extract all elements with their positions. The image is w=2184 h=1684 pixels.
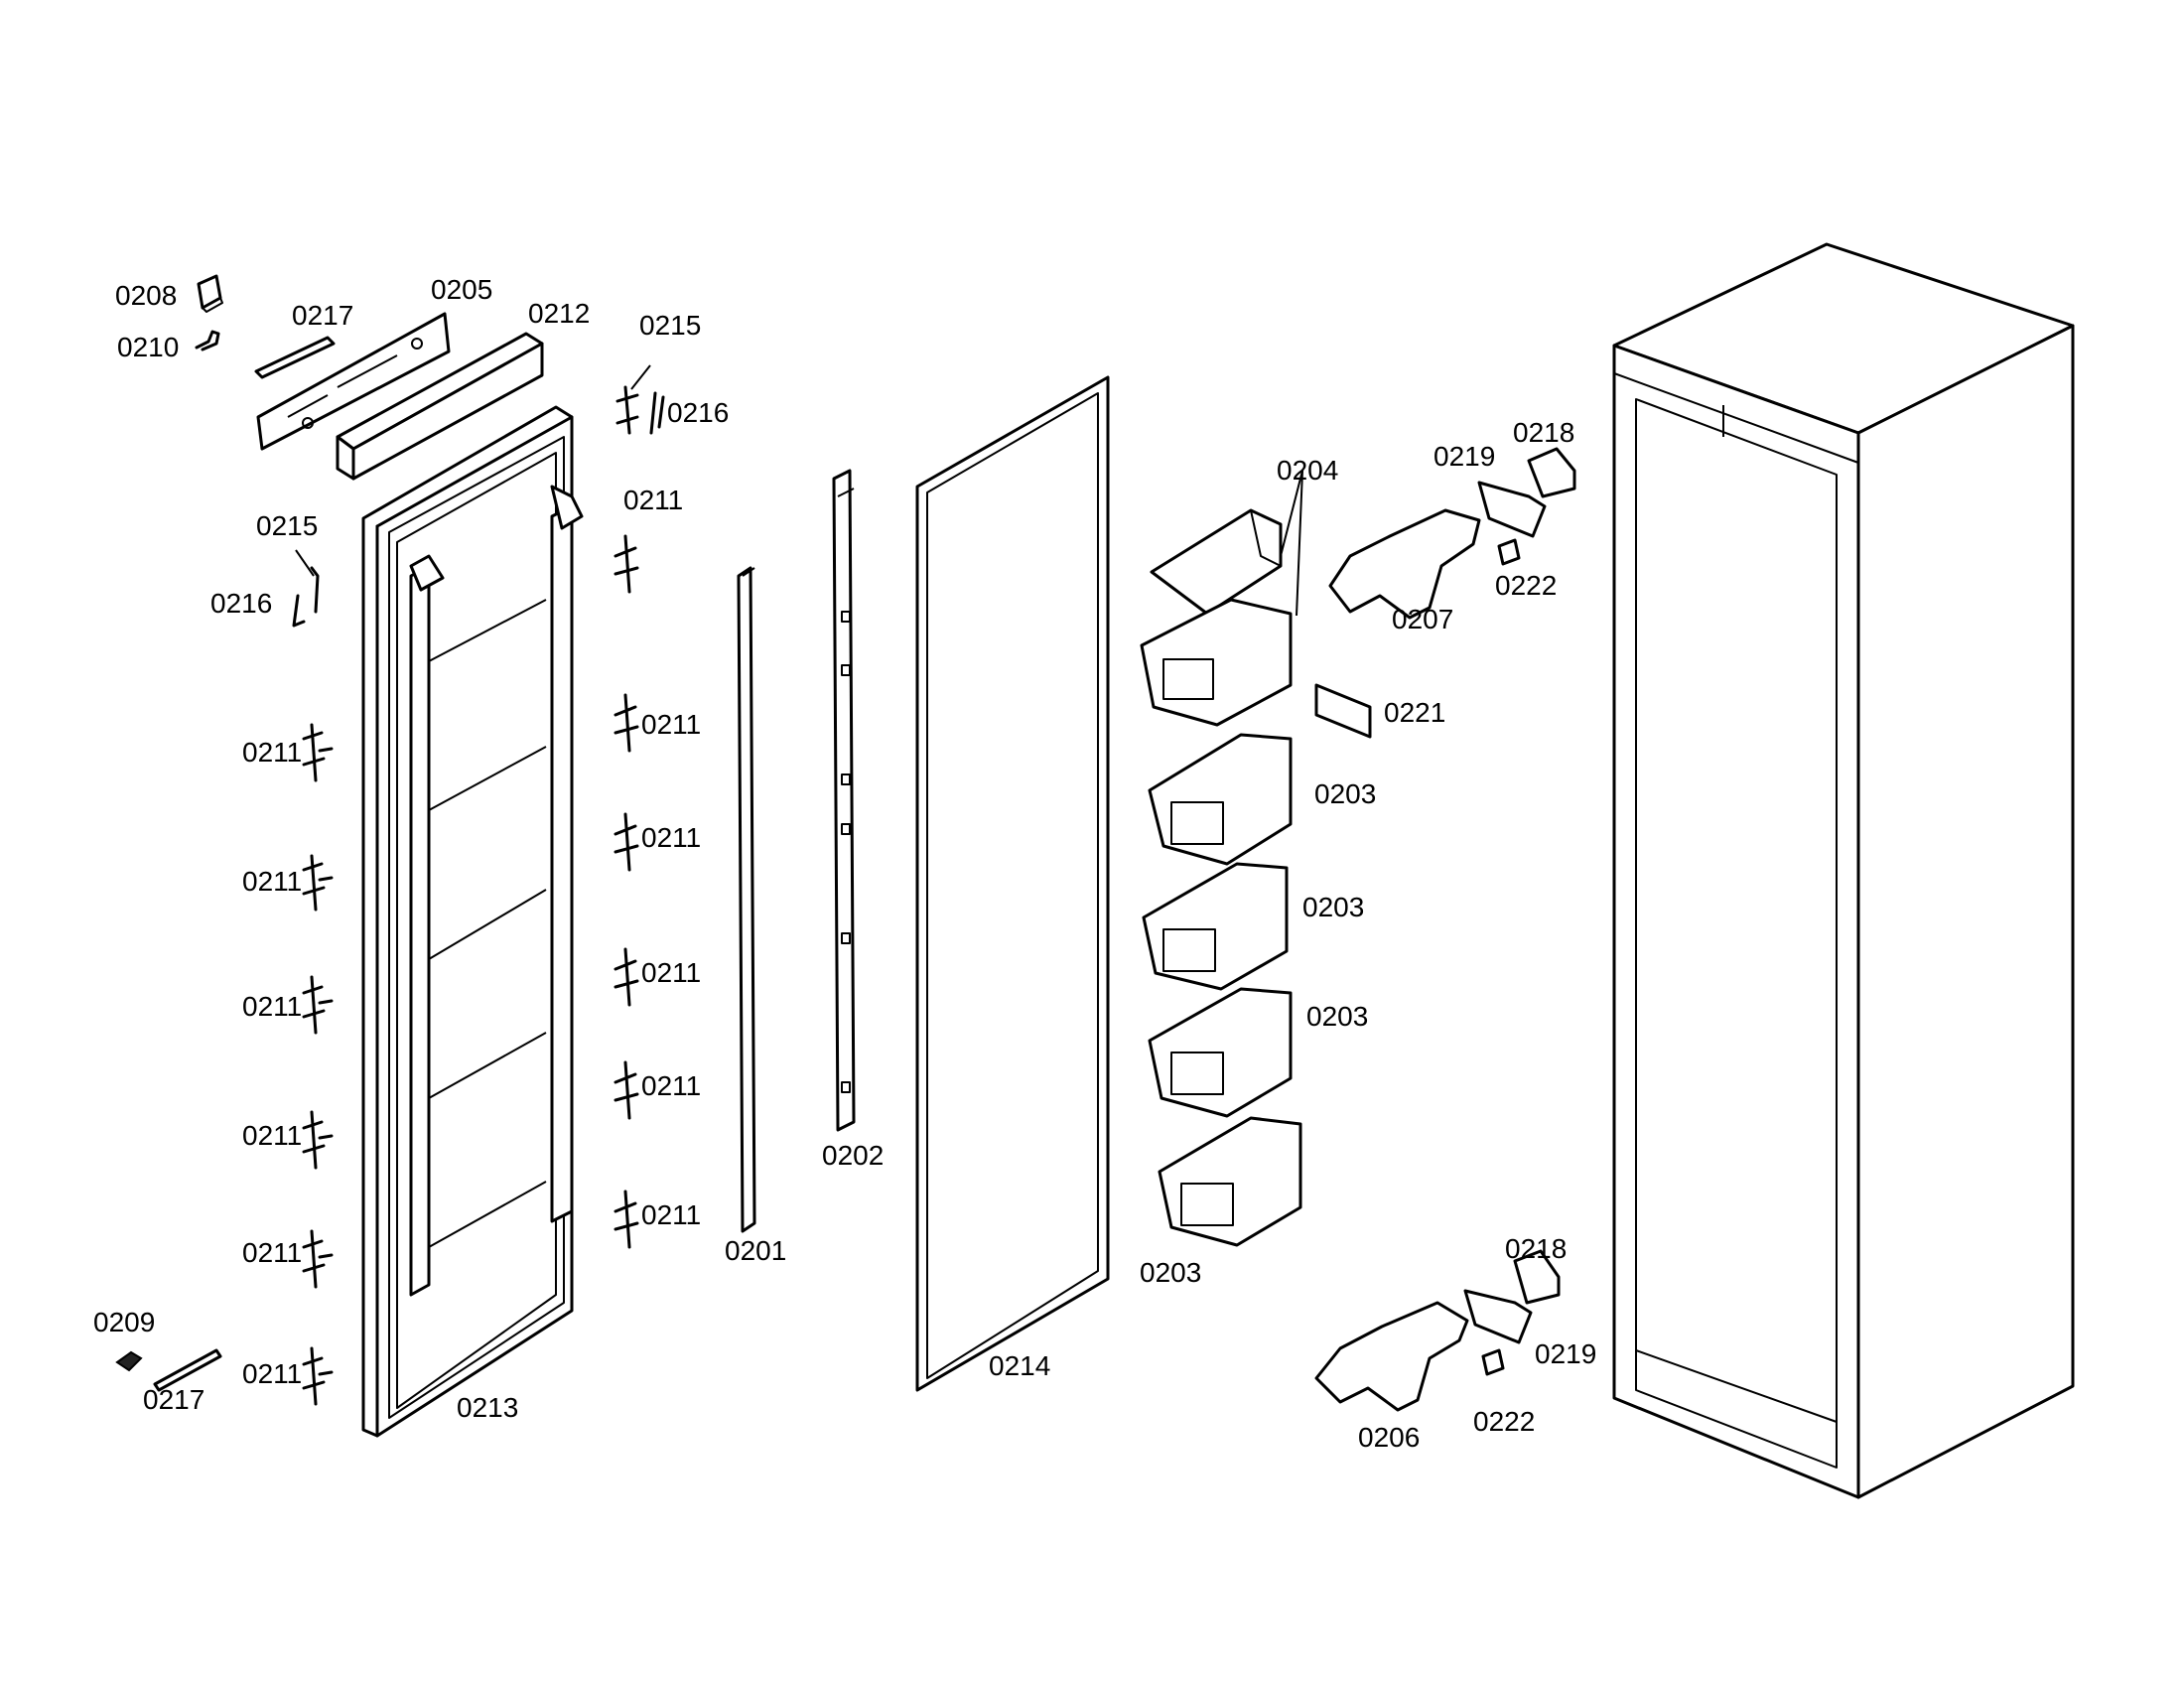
- part-0212-top-trim: [336, 332, 544, 481]
- part-0208-end-cap: [197, 274, 223, 313]
- label-0208: 0208: [115, 280, 178, 311]
- part-0213-door-liner: [361, 405, 584, 1438]
- label-0204: 0204: [1277, 455, 1339, 486]
- part-0218-bottom-plate: [1513, 1249, 1561, 1305]
- label-0217: 0217: [143, 1384, 205, 1415]
- label-0211: 0211: [242, 866, 303, 897]
- label-0211: 0211: [641, 957, 702, 988]
- part-0203-bin-2: [1148, 733, 1293, 866]
- label-0215: 0215: [256, 510, 319, 541]
- part-0203-bin-3: [1142, 862, 1289, 991]
- label-0211: 0211: [641, 822, 702, 853]
- label-0203: 0203: [1140, 1257, 1202, 1288]
- label-0211: 0211: [242, 1358, 303, 1389]
- part-0203-bin-4: [1148, 987, 1293, 1118]
- label-0216: 0216: [667, 397, 730, 428]
- label-0218: 0218: [1513, 417, 1575, 448]
- label-0214: 0214: [989, 1350, 1051, 1381]
- label-0211: 0211: [623, 485, 684, 515]
- label-0206: 0206: [1358, 1422, 1421, 1453]
- label-0203: 0203: [1302, 892, 1365, 922]
- part-0209-clip: [115, 1350, 143, 1372]
- label-0215: 0215: [639, 310, 702, 341]
- label-0211: 0211: [242, 737, 303, 768]
- part-0222-top-shim: [1497, 538, 1521, 566]
- cabinet-body: [1612, 242, 2075, 1499]
- label-0219: 0219: [1535, 1338, 1597, 1369]
- label-0221: 0221: [1384, 697, 1446, 728]
- label-0211: 0211: [641, 1070, 702, 1101]
- label-0210: 0210: [117, 332, 180, 362]
- part-0205-hinge-plate: [256, 312, 451, 451]
- part-0203-bin-1: [1140, 598, 1293, 727]
- part-0222-bottom-shim: [1481, 1348, 1505, 1376]
- label-0211: 0211: [641, 1199, 702, 1230]
- part-0217-top-bracket: [254, 336, 336, 379]
- label-0218: 0218: [1505, 1233, 1568, 1264]
- label-0212: 0212: [528, 298, 591, 329]
- label-0211: 0211: [242, 991, 303, 1022]
- label-0209: 0209: [93, 1307, 156, 1337]
- label-0211: 0211: [242, 1120, 303, 1151]
- part-0215-0216-left: [292, 566, 320, 628]
- part-0202-rail: [832, 469, 856, 1132]
- label-0211: 0211: [242, 1237, 303, 1268]
- part-0201-rail: [737, 566, 756, 1233]
- label-0207: 0207: [1392, 604, 1454, 634]
- label-0213: 0213: [457, 1392, 519, 1423]
- label-0216: 0216: [210, 588, 273, 619]
- label-0219: 0219: [1433, 441, 1496, 472]
- part-0203-bin-5: [1158, 1116, 1302, 1247]
- label-0222: 0222: [1473, 1406, 1536, 1437]
- part-0204-shelf-cover: [1150, 508, 1283, 616]
- label-0211: 0211: [641, 709, 702, 740]
- label-0217: 0217: [292, 300, 354, 331]
- part-0207-top-hinge: [1328, 508, 1481, 620]
- part-0221-plate: [1314, 683, 1372, 739]
- label-0205: 0205: [431, 274, 493, 305]
- label-0222: 0222: [1495, 570, 1558, 601]
- part-0206-bottom-hinge: [1314, 1301, 1469, 1412]
- label-0202: 0202: [822, 1140, 885, 1171]
- parts-0211-left-column: [302, 723, 334, 1406]
- part-0218-top-plate: [1527, 447, 1576, 498]
- part-0214-gasket: [915, 375, 1110, 1392]
- label-0201: 0201: [725, 1235, 787, 1266]
- part-0219-top-bracket: [1477, 481, 1547, 538]
- part-0219-bottom-bracket: [1463, 1289, 1533, 1344]
- part-0217-bottom-bracket: [153, 1348, 222, 1392]
- label-0203: 0203: [1314, 778, 1377, 809]
- leader-lines: [295, 364, 1303, 617]
- part-0210-clip: [195, 330, 220, 351]
- label-0203: 0203: [1306, 1001, 1369, 1032]
- parts-0211-middle-column: [614, 385, 665, 1249]
